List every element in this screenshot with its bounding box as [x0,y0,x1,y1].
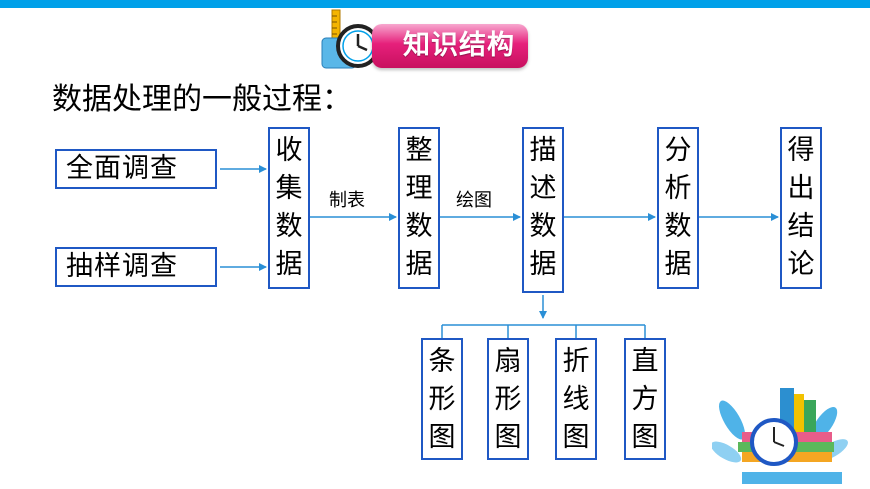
full-survey-box: 全面调查 [55,149,217,189]
bar-chart-box: 条形图 [421,338,463,460]
step-describe-data: 描述数据 [522,127,564,293]
draw-chart-label: 绘图 [456,190,492,211]
step-draw-conclusion: 得出结论 [780,127,822,289]
pie-chart-box: 扇形图 [487,338,529,460]
section-badge [372,24,528,68]
sample-survey-box: 抽样调查 [55,247,217,287]
step-organize-data: 整理数据 [398,127,440,289]
process-heading: 数据处理的一般过程： [52,82,352,117]
make-table-label: 制表 [329,190,365,211]
top-accent-bar [0,0,870,8]
section-badge-title: 知识结构 [403,30,515,61]
histogram-box: 直方图 [624,338,666,460]
line-chart-box: 折线图 [555,338,597,460]
step-analyze-data: 分析数据 [657,127,699,289]
step-collect-data: 收集数据 [268,127,310,289]
books-clock-decoration [712,388,848,484]
